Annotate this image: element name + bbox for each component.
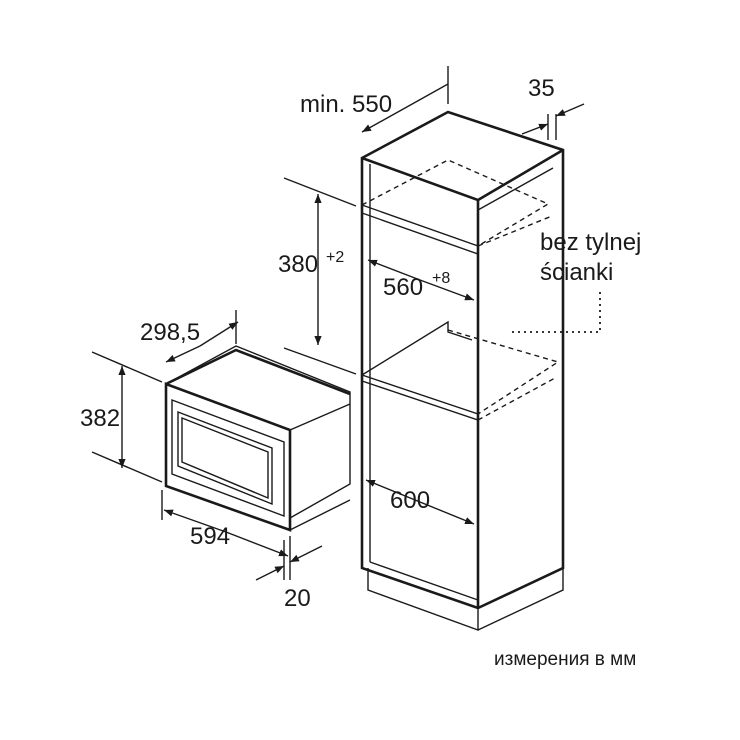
top-gap-label: 35 [528,75,555,102]
dimension-front-overhang: 20 [255,540,323,612]
niche-height-tolerance: +2 [326,249,344,266]
dimension-appliance-depth: 298,5 [140,310,239,363]
appliance-height-label: 382 [80,405,120,432]
niche-height-label: 380 [278,251,318,278]
units-note: измерения в мм [494,649,636,670]
depth-min-label: min. 550 [300,91,392,118]
appliance-depth-label: 298,5 [140,319,200,346]
niche-depth-label: 600 [390,487,430,514]
dimension-niche-height: 380 +2 [278,177,357,375]
back-panel-leader [512,292,601,333]
dimension-niche-width: 560 +8 [367,259,475,301]
no-back-panel-label-1: bez tylnej [540,229,641,256]
niche-width-tolerance: +8 [432,270,450,287]
niche-width-label: 560 [383,274,423,301]
appliance-width-label: 594 [190,523,230,550]
dimension-min-depth: min. 550 [300,66,449,133]
no-back-panel-label-2: ścianki [540,259,613,286]
cabinet-drawing [360,110,565,631]
appliance-drawing [164,345,351,532]
dimension-top-gap: 35 [521,75,585,140]
dimension-appliance-width: 594 [161,490,291,580]
dimension-niche-depth: 600 [365,479,475,525]
dimension-appliance-height: 382 [80,351,163,483]
front-overhang-label: 20 [284,585,311,612]
